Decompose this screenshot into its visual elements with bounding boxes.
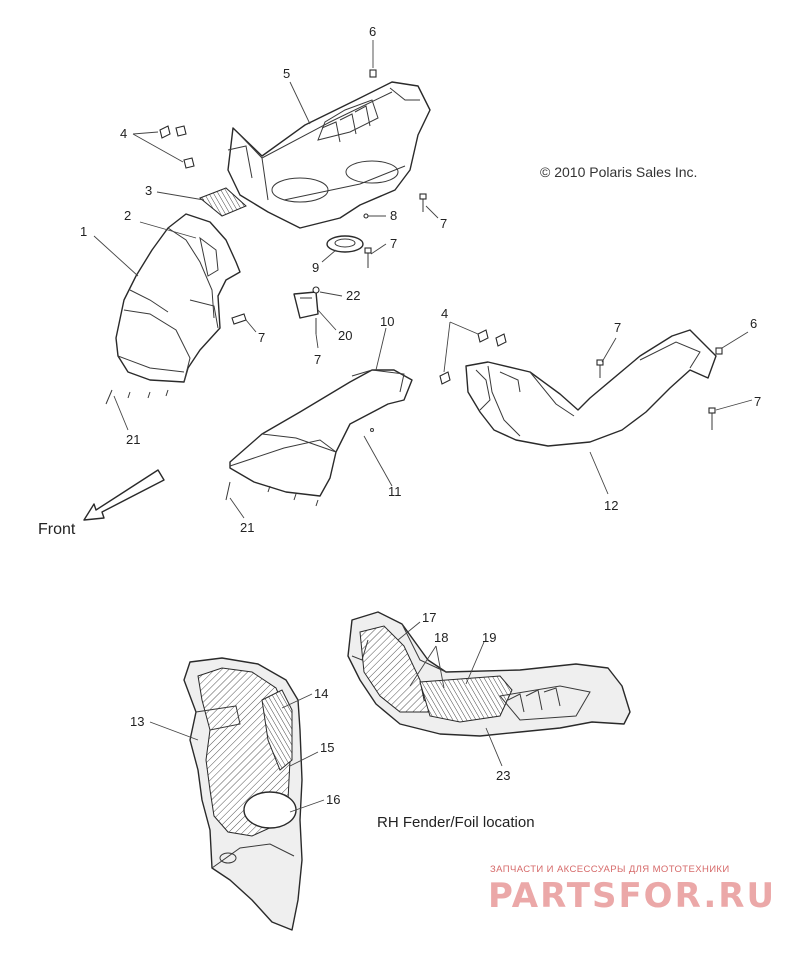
callout-12: 12 <box>604 498 618 513</box>
part-7-screw-bracket: 7 <box>314 318 321 367</box>
part-6-screw-top: 6 <box>369 24 377 78</box>
part-12-right-floor <box>465 329 717 447</box>
callout-9: 9 <box>312 260 319 275</box>
callout-3: 3 <box>145 183 152 198</box>
callout-23: 23 <box>496 768 510 783</box>
callout-7: 7 <box>614 320 621 335</box>
callout-15: 15 <box>320 740 334 755</box>
part-9-grommet: 9 <box>312 235 364 275</box>
part-7-screw-left: 7 <box>231 313 265 345</box>
callout-4: 4 <box>120 126 127 141</box>
callout-22: 22 <box>346 288 360 303</box>
part-21-pins-left: 21 <box>105 389 169 447</box>
copyright-text: © 2010 Polaris Sales Inc. <box>540 164 698 180</box>
callout-6: 6 <box>750 316 757 331</box>
part-6-screw-right: 6 <box>715 316 757 355</box>
callout-5: 5 <box>283 66 290 81</box>
part-4-fasteners-upper: 4 <box>120 125 195 169</box>
part-7-screw-right-top: 7 <box>596 320 621 378</box>
part-21-pins-center: 21 <box>225 481 319 535</box>
callout-10: 10 <box>380 314 394 329</box>
part-7-screw-grommet: 7 <box>364 236 397 268</box>
callout-1: 1 <box>80 224 87 239</box>
callout-7: 7 <box>754 394 761 409</box>
part-8-clip: 8 <box>363 208 397 223</box>
part-3-decal: 3 <box>145 183 247 217</box>
callout-21: 21 <box>240 520 254 535</box>
callout-20: 20 <box>338 328 352 343</box>
part-13-fender-foil <box>183 657 303 931</box>
callout-21: 21 <box>126 432 140 447</box>
callout-18: 18 <box>434 630 448 645</box>
part-7-screw-floor-right: 7 <box>419 193 447 231</box>
callout-14: 14 <box>314 686 328 701</box>
callout-2: 2 <box>124 208 131 223</box>
callout-19: 19 <box>482 630 496 645</box>
part-1-left-fender <box>115 213 241 383</box>
part-22-nut: 22 <box>312 286 360 303</box>
part-5-floor-panel <box>227 81 431 229</box>
callout-6: 6 <box>369 24 376 39</box>
part-7-screw-right-far: 7 <box>708 394 761 430</box>
callout-8: 8 <box>390 208 397 223</box>
part-11-side-panel <box>229 369 413 497</box>
callout-4: 4 <box>441 306 448 321</box>
callout-16: 16 <box>326 792 340 807</box>
callout-11: 11 <box>388 484 402 499</box>
callout-7: 7 <box>314 352 321 367</box>
front-arrow <box>83 469 165 521</box>
part-17-rh-foil <box>347 611 631 737</box>
watermark-logo: PARTSFOR.RU <box>488 876 777 916</box>
part-4-fasteners-right: 4 <box>439 306 507 385</box>
callout-7: 7 <box>390 236 397 251</box>
watermark-tagline: ЗАПЧАСТИ И АКСЕССУАРЫ ДЛЯ МОТОТЕХНИКИ <box>490 864 730 875</box>
rh-fender-foil-caption: RH Fender/Foil location <box>377 814 535 831</box>
callout-7: 7 <box>258 330 265 345</box>
callout-17: 17 <box>422 610 436 625</box>
part-20-bracket: 20 <box>293 291 352 343</box>
front-direction-label: Front <box>38 521 76 538</box>
callout-7: 7 <box>440 216 447 231</box>
callout-13: 13 <box>130 714 144 729</box>
